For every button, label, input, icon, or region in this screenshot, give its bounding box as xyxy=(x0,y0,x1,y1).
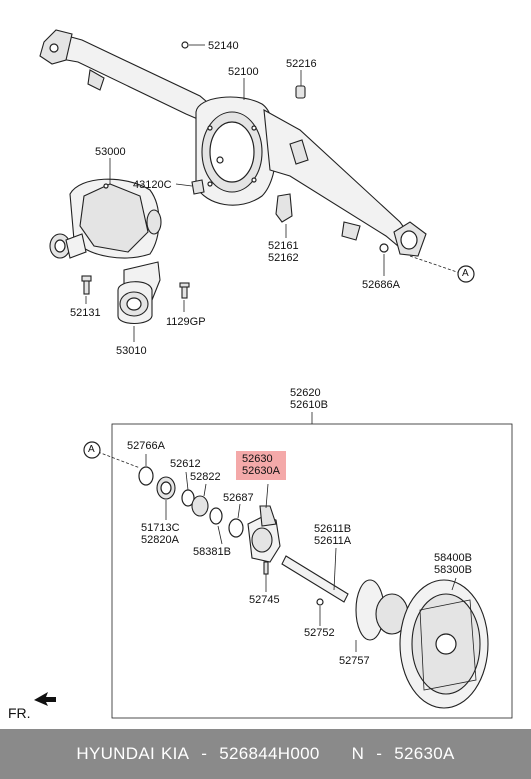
label-52752: 52752 xyxy=(304,627,335,639)
label-53000: 53000 xyxy=(95,146,126,158)
label-52140: 52140 xyxy=(208,40,239,52)
footer-part-number: 526844H000 xyxy=(219,744,320,763)
footer-separator-1: - xyxy=(201,744,208,763)
footer-brand: HYUNDAI xyxy=(76,744,155,763)
label-52161-52162: 52161 52162 xyxy=(268,240,299,264)
label-52611b: 52611B xyxy=(314,523,352,535)
label-53010: 53010 xyxy=(116,345,147,357)
label-52687: 52687 xyxy=(223,492,254,504)
label-58381b: 58381B xyxy=(193,546,231,558)
label-58400b: 58400B xyxy=(434,552,472,564)
label-58300b: 58300B xyxy=(434,564,472,576)
mount-bracket xyxy=(81,261,190,325)
label-43120c: 43120C xyxy=(133,179,172,191)
front-arrow-icon xyxy=(34,692,56,706)
label-58400b-58300b: 58400B 58300B xyxy=(434,552,472,576)
axle-housing xyxy=(39,29,427,257)
label-52131: 52131 xyxy=(70,307,101,319)
label-52611b-52611a: 52611B 52611A xyxy=(314,523,351,547)
label-52611a: 52611A xyxy=(314,535,352,547)
label-52161: 52161 xyxy=(268,240,299,252)
label-52630: 52630 xyxy=(242,453,273,465)
label-52630a: 52630A xyxy=(242,465,280,477)
front-label: FR. xyxy=(8,705,31,721)
footer-separator-2: - xyxy=(376,744,383,763)
differential-carrier xyxy=(49,178,162,259)
label-52162: 52162 xyxy=(268,252,299,264)
label-52612: 52612 xyxy=(170,458,201,470)
footer-code: 52630A xyxy=(394,744,455,763)
ref-a-bottom-label: A xyxy=(88,444,95,455)
label-52216: 52216 xyxy=(286,58,317,70)
label-52100: 52100 xyxy=(228,66,259,78)
reference-circle-a-top xyxy=(457,265,475,283)
label-52745: 52745 xyxy=(249,594,280,606)
label-52610b: 52610B xyxy=(290,399,328,411)
label-52766a: 52766A xyxy=(127,440,165,452)
label-52822: 52822 xyxy=(190,471,221,483)
shaft-assembly-parts xyxy=(83,441,489,709)
footer-n: N xyxy=(351,744,365,763)
label-52757: 52757 xyxy=(339,655,370,667)
label-52620: 52620 xyxy=(290,387,321,399)
label-51713c: 51713C xyxy=(141,522,180,534)
top-leader-lines xyxy=(85,44,461,342)
label-51713c-52820a: 51713C 52820A xyxy=(141,522,180,546)
label-52686a: 52686A xyxy=(362,279,400,291)
highlighted-part-52630a[interactable]: 52630 52630A xyxy=(236,451,286,480)
label-52620-52610b: 52620 52610B xyxy=(290,387,328,411)
label-1129gp: 1129GP xyxy=(166,316,206,328)
footer-brand-2: KIA xyxy=(160,744,190,763)
bottom-leader-lines xyxy=(145,454,457,652)
ref-a-top-label: A xyxy=(462,268,469,279)
label-52820a: 52820A xyxy=(141,534,179,546)
